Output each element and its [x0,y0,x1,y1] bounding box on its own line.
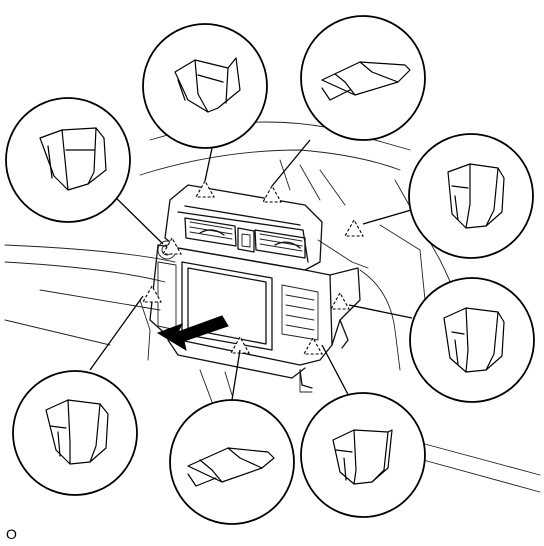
detail-circle-right-lower [409,277,535,403]
detail-circle-bottom-left [12,370,138,496]
detail-circle-right [408,133,534,259]
clip-marker [330,291,350,310]
callout-leaders [89,139,419,403]
detail-circle-bottom-center [169,399,295,525]
removal-direction-arrow [156,315,229,352]
figure-code-label: O [6,526,17,542]
clip-location-markers [142,179,364,355]
detail-circle-bottom-right [300,392,426,518]
clip-marker [303,336,323,355]
clip-marker [344,218,364,237]
clip-marker [142,284,162,303]
detail-circle-top-right [300,15,426,141]
detail-circle-top-center [142,23,268,149]
clip-marker [195,179,215,198]
clip-marker [162,236,182,255]
clip-marker [262,184,282,203]
detail-circle-left [5,97,131,223]
